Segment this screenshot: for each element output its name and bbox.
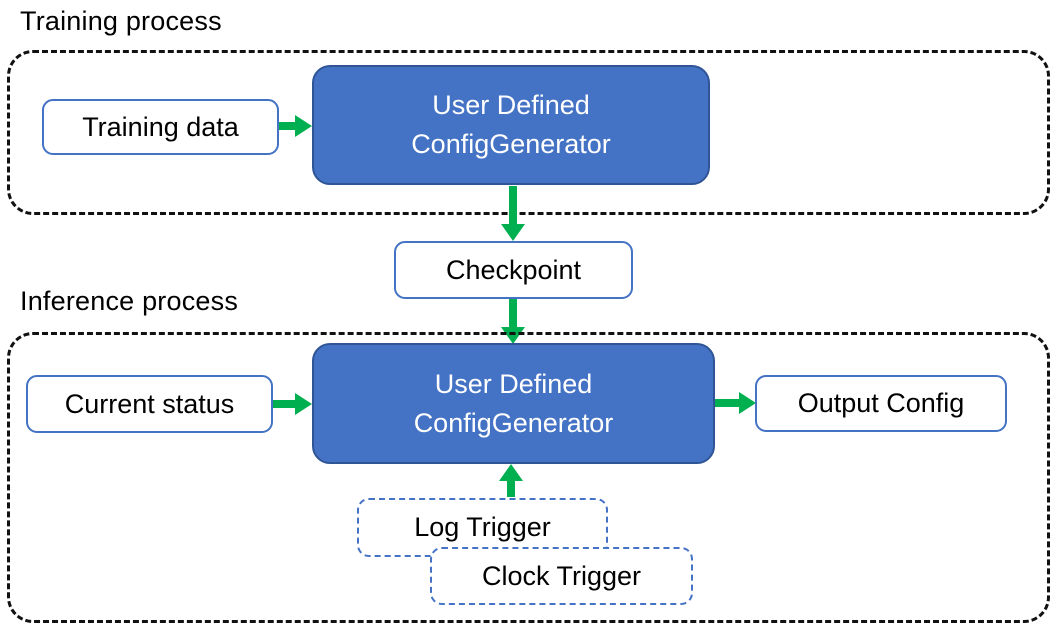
arrow-checkpoint-to-inference-generator [501,299,525,344]
inference-process-container [7,332,1050,623]
inference-config-generator-line1: User Defined [434,368,593,399]
output-config-node: Output Config [755,375,1007,432]
arrow-head-icon [295,115,312,137]
arrow-training-data-to-generator [279,115,312,137]
training-process-container [7,50,1050,215]
arrow-head-icon [501,327,525,344]
arrow-head-icon [739,392,756,414]
arrow-shaft [715,399,739,407]
training-config-generator-line2: ConfigGenerator [411,129,611,159]
arrow-generator-to-output-config [715,392,756,414]
checkpoint-node: Checkpoint [394,241,633,299]
training-config-generator-line1: User Defined [432,90,590,120]
inference-process-label: Inference process [20,286,239,316]
arrow-head-icon [499,464,523,481]
inference-config-generator-line2: ConfigGenerator [413,407,614,438]
arrow-triggers-to-generator [499,464,523,497]
clock-trigger-node: Clock Trigger [430,547,693,605]
arrow-generator-to-checkpoint [501,186,525,241]
arrow-shaft [509,299,517,327]
arrow-current-status-to-generator [273,393,312,415]
arrow-head-icon [295,393,312,415]
training-process-label: Training process [20,6,222,36]
inference-config-generator-node: User Defined ConfigGenerator [312,343,715,464]
current-status-node: Current status [26,375,273,433]
training-data-node: Training data [42,99,279,155]
arrow-shaft [507,481,515,497]
arrow-head-icon [501,224,525,241]
training-config-generator-node: User Defined ConfigGenerator [312,65,710,185]
arrow-shaft [279,122,295,130]
arrow-shaft [273,400,295,408]
arrow-shaft [509,186,517,224]
